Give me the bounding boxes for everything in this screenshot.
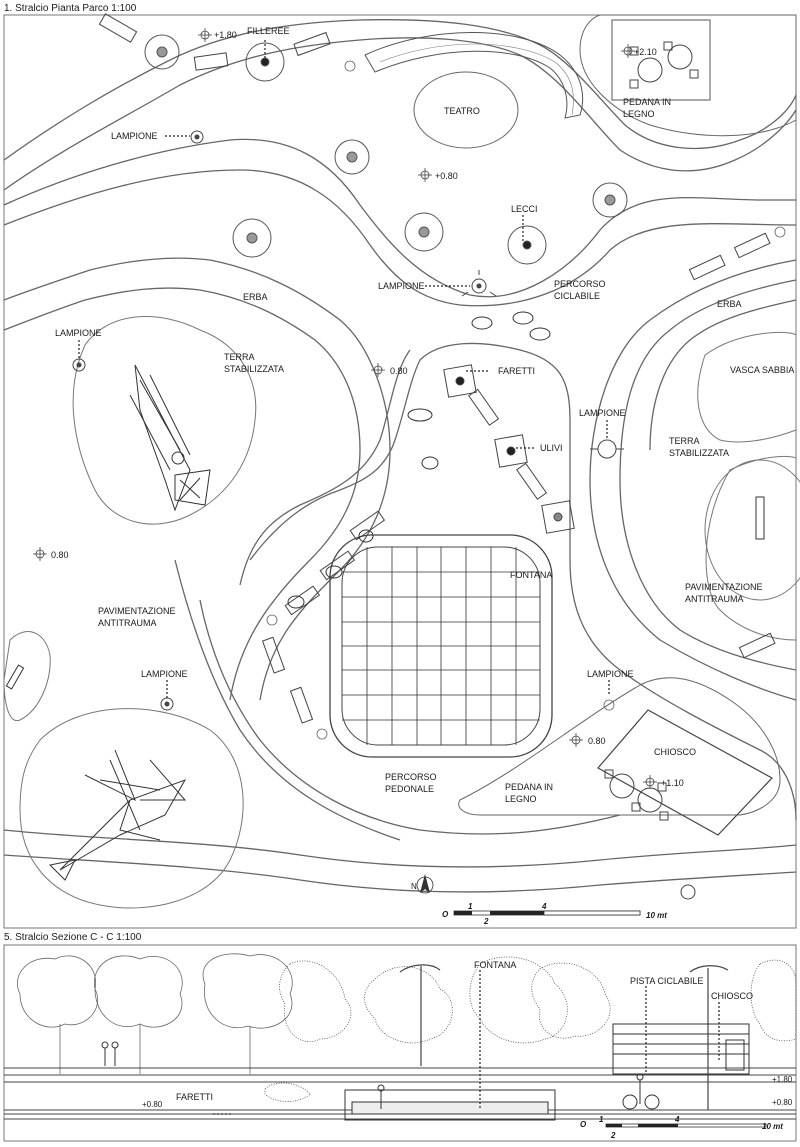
label-lampione-e: LAMPIONE: [141, 669, 188, 679]
teatro-area: [413, 71, 519, 149]
label-percorso-pedonale-1: Percorso: [385, 772, 437, 782]
label-elev-080-low: 0.80: [588, 736, 606, 746]
scale-plan-4: 4: [541, 902, 547, 911]
label-fontana-section: FONTANA: [474, 960, 516, 970]
plan-drawing: FILLEREE +1.80 +2.10 PEDANA IN LEGNO TEA…: [3, 13, 800, 929]
label-pedana-top-2: LEGNO: [623, 109, 655, 119]
scale-plan-2: 2: [483, 917, 489, 926]
pedana-bottom: [458, 677, 781, 816]
section-people: [101, 1041, 660, 1110]
label-pav-left-1: PAVIMENTAZIONE: [98, 606, 176, 616]
label-elev-110: +1.10: [661, 778, 684, 788]
label-fontana: FONTANA: [510, 570, 552, 580]
leader-lines: [78, 40, 610, 698]
play-area-left-bottom: [3, 631, 244, 909]
label-pedana-top-1: PEDANA IN: [623, 97, 671, 107]
label-filleree: FILLEREE: [247, 26, 290, 36]
label-north: N: [411, 882, 417, 891]
label-lampione-a: LAMPIONE: [111, 131, 158, 141]
level-markers: [33, 28, 657, 789]
label-pista-ciclabile: PISTA CICLABILE: [630, 976, 703, 986]
scale-section-10: 10 mt: [762, 1122, 783, 1131]
label-terra-right-1: TERRA: [669, 436, 700, 446]
label-percorso-ciclabile-1: Percorso: [554, 279, 606, 289]
label-percorso-pedonale-2: pedonale: [385, 784, 434, 794]
fountain: [329, 534, 553, 758]
bike-figures: [287, 311, 551, 609]
section-kiosk: [612, 1023, 750, 1075]
scale-plan-10: 10 mt: [646, 911, 667, 920]
section-drawing: PISTA CICLABILE CHIOSCO FONTANA FARETTI …: [3, 944, 797, 1142]
north-arrow-icon: [416, 874, 434, 894]
label-erba-right: ERBA: [717, 299, 742, 309]
chiosco-building: [597, 709, 773, 836]
scale-section-2: 2: [610, 1131, 616, 1140]
label-faretti: FARETTI: [498, 366, 535, 376]
label-chiosco-section: CHIOSCO: [711, 991, 753, 1001]
label-lampione-b: LAMPIONE: [378, 281, 425, 291]
label-terra-right-2: STABILIZZATA: [669, 448, 729, 458]
label-elev-080-left: 0.80: [51, 550, 69, 560]
label-elev-080-right-section: +0.80: [772, 1098, 793, 1107]
tree-symbols: [144, 34, 628, 265]
teatro-seats: [364, 32, 584, 119]
section-fountain: [344, 1089, 556, 1121]
label-lampione-c: LAMPIONE: [55, 328, 102, 338]
label-chiosco-plan: CHIOSCO: [654, 747, 696, 757]
section-lamp-posts: [399, 964, 729, 1110]
play-area-left-top: [72, 316, 257, 525]
section-trees: [17, 953, 293, 1074]
label-elev-080-mid: 0.80: [390, 366, 408, 376]
label-elev-080-left-section: +0.80: [142, 1100, 163, 1109]
section-foliage-dark: [264, 956, 797, 1102]
play-structure-bottom: [48, 749, 187, 881]
section-ground: [4, 1067, 796, 1120]
label-terra-left-1: TERRA: [224, 352, 255, 362]
label-erba-left: ERBA: [243, 292, 268, 302]
label-pedana-bottom-2: LEGNO: [505, 794, 537, 804]
pedana-top: [579, 14, 797, 137]
label-lecci: LECCI: [511, 204, 538, 214]
label-elev-180-section: +1.80: [772, 1075, 793, 1084]
cafe-tables: [604, 41, 699, 821]
label-pedana-bottom-1: PEDANA IN: [505, 782, 553, 792]
section-frame: [3, 944, 797, 1142]
label-pav-right-2: ANTITRAUMA: [685, 594, 744, 604]
label-pav-left-2: ANTITRAUMA: [98, 618, 157, 628]
scale-section-4: 4: [674, 1115, 680, 1124]
label-ulivi: ULIVI: [540, 443, 563, 453]
scale-bar-plan: [453, 910, 641, 916]
scale-section-1: 1: [599, 1115, 604, 1124]
label-teatro: TEATRO: [444, 106, 480, 116]
small-lamps: [266, 60, 786, 740]
section-title: 5. Stralcio Sezione C - C 1:100: [4, 932, 142, 943]
label-lampione-d: LAMPIONE: [579, 408, 626, 418]
lamp-post-symbols: [72, 130, 696, 900]
label-elev-210: +2.10: [634, 47, 657, 57]
scale-bar-section: [605, 1123, 767, 1128]
label-vasca-sabbia: VASCA SABBIA: [730, 365, 794, 375]
section-leaders: [213, 970, 720, 1115]
scale-section-0: O: [580, 1120, 587, 1129]
plan-title: 1. Stralcio Pianta Parco 1:100: [4, 3, 137, 14]
play-structure-top: [129, 364, 211, 512]
play-area-right: [697, 331, 800, 641]
scale-plan-1: 1: [468, 902, 473, 911]
label-percorso-ciclabile-2: ciclabile: [554, 291, 600, 301]
label-pav-right-1: PAVIMENTAZIONE: [685, 582, 763, 592]
label-elev-080-top: +0.80: [435, 171, 458, 181]
path-lines: [3, 19, 797, 893]
scale-plan-0: O: [442, 910, 449, 919]
benches: [98, 13, 776, 724]
slide-right: [755, 496, 765, 540]
slide-left: [5, 664, 25, 690]
label-terra-left-2: STABILIZZATA: [224, 364, 284, 374]
label-elev-180: +1.80: [214, 30, 237, 40]
label-lampione-f: LAMPIONE: [587, 669, 634, 679]
label-faretti-section: FARETTI: [176, 1092, 213, 1102]
